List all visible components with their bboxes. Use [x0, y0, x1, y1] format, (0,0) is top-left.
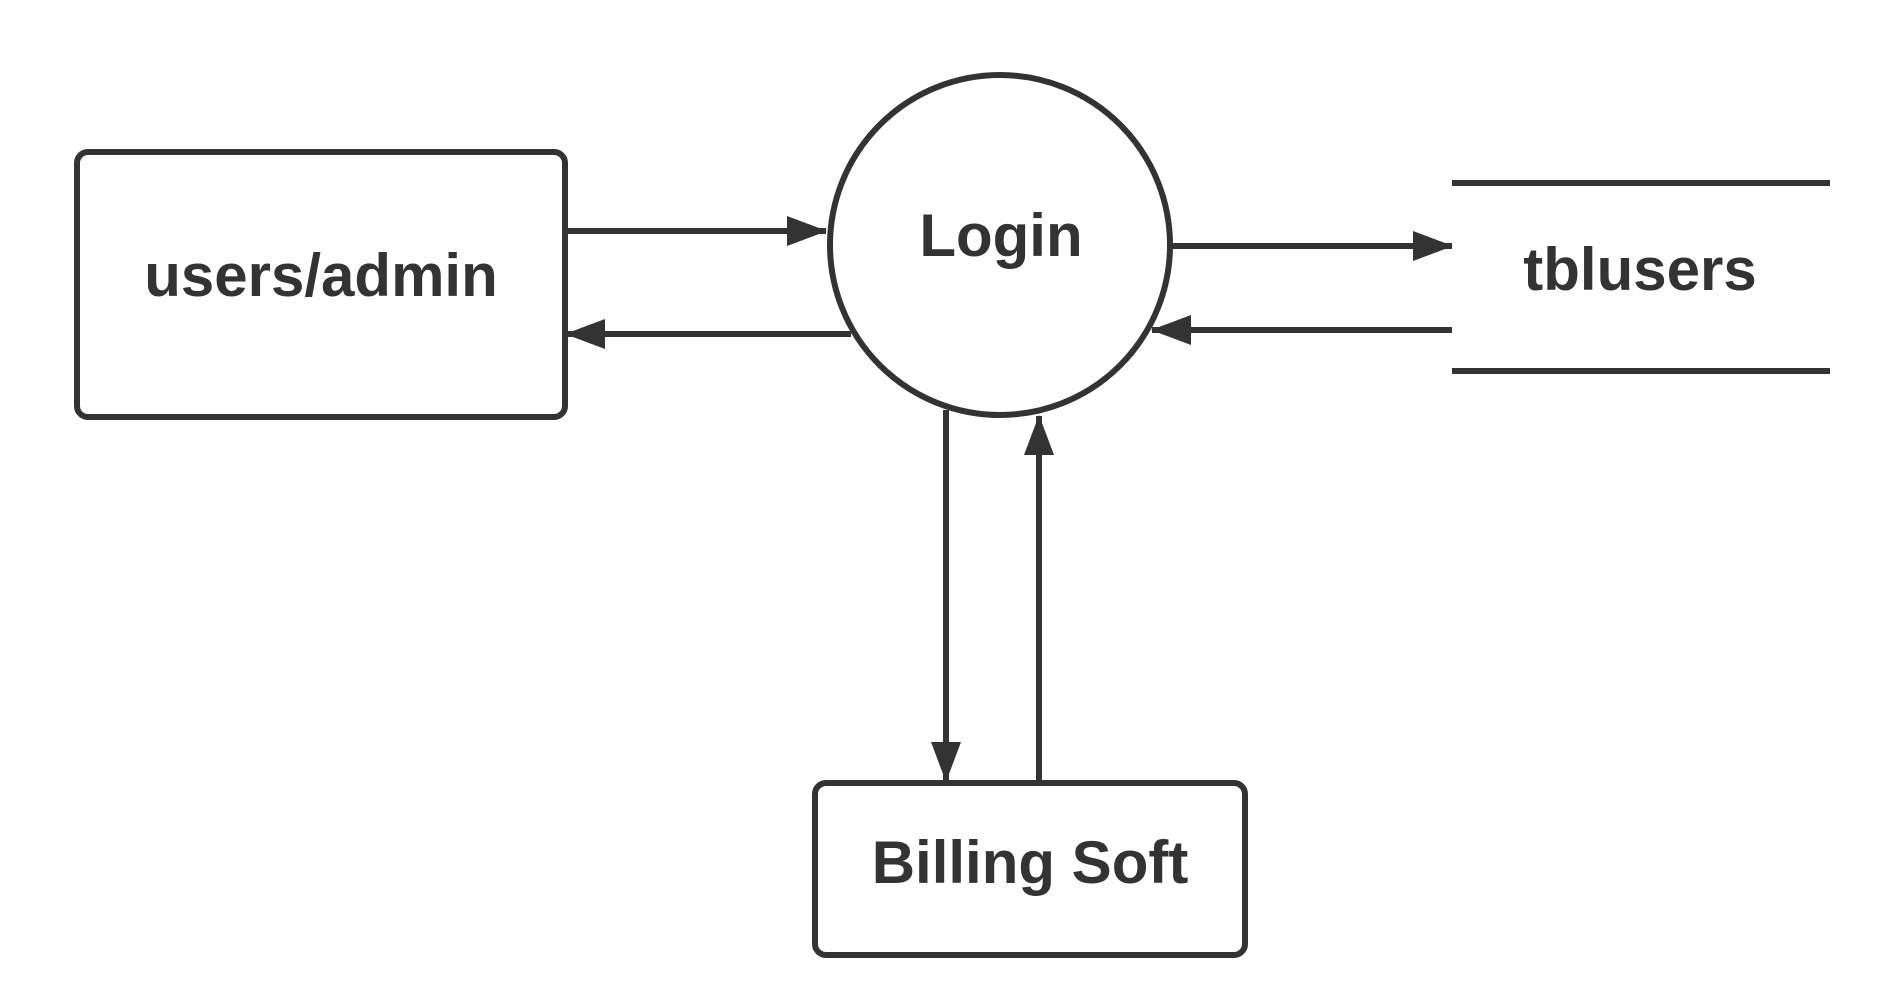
system-billing-soft-box	[812, 780, 1248, 958]
entity-users-admin-label: users/admin	[144, 242, 498, 309]
process-login-label: Login	[919, 202, 1083, 269]
entity-users-admin-box	[74, 149, 568, 420]
system-billing-soft-label: Billing Soft	[871, 829, 1189, 896]
datastore-tblusers-label: tblusers	[1523, 236, 1757, 303]
